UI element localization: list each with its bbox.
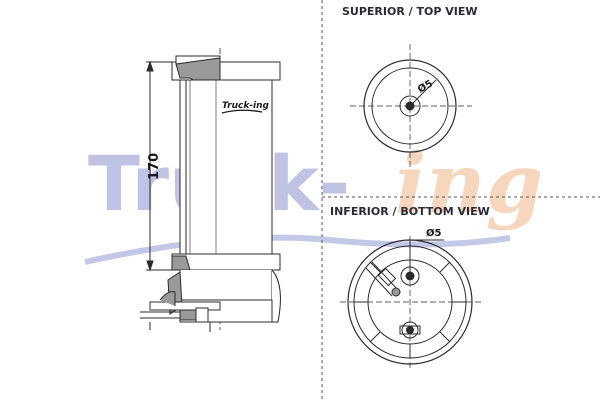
piston <box>179 270 273 301</box>
top-outer-circle <box>363 59 457 153</box>
top-view <box>350 44 472 168</box>
bottom-plate <box>149 301 221 311</box>
bottom-fittings <box>140 307 211 332</box>
brand-logo: Truck-ing <box>222 101 270 111</box>
top-view-title: SUPERIOR / TOP VIEW <box>342 5 478 18</box>
watermark-script-text: ing <box>395 136 543 232</box>
bottom-fitting-lower <box>401 321 419 339</box>
top-diameter-label: Ø5 <box>416 77 435 95</box>
watermark-swoosh <box>84 234 511 265</box>
side-view: 170 <box>140 48 281 332</box>
brand-logo-swoosh <box>221 109 263 114</box>
height-dimension-label: 170 <box>147 153 162 180</box>
top-center-boss <box>399 95 421 117</box>
view-dividers <box>321 0 600 400</box>
bottom-view-title: INFERIOR / BOTTOM VIEW <box>330 205 490 218</box>
bottom-diameter-label: Ø5 <box>426 227 442 239</box>
top-inner-circle <box>371 67 449 145</box>
bellow-body <box>179 79 273 255</box>
bottom-view <box>340 236 482 368</box>
air-connector <box>365 261 401 297</box>
